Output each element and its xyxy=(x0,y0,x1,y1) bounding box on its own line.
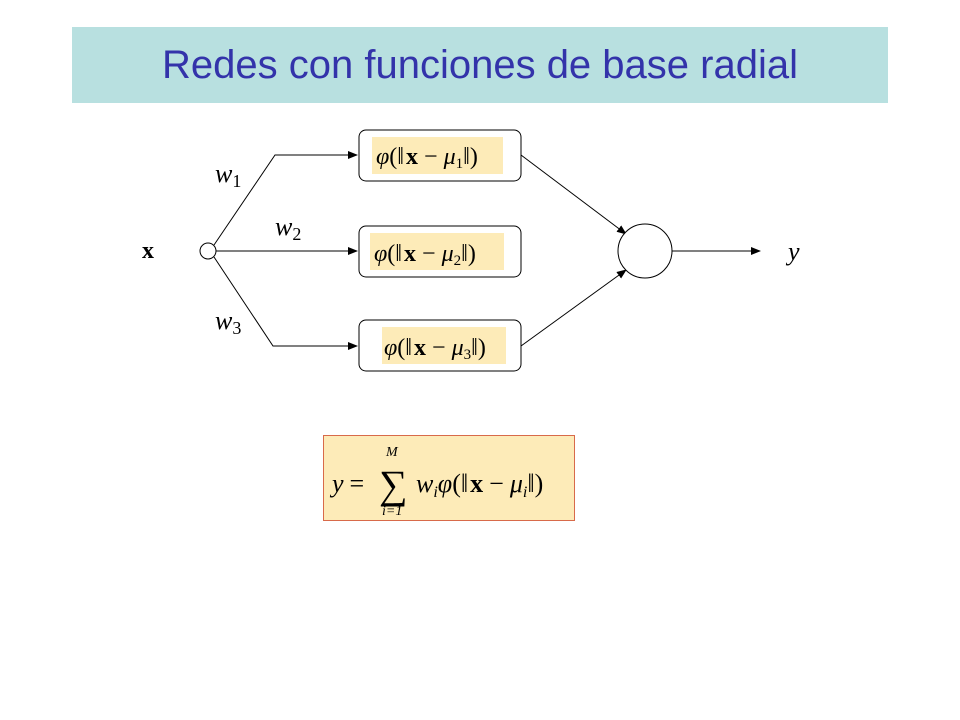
formula-rhs: wiφ(‖x−μi‖) xyxy=(416,469,543,501)
edge-input-to-basis-3 xyxy=(213,256,358,350)
formula-lower-limit: i=1 xyxy=(382,504,402,519)
edge-basis-1-to-output xyxy=(520,154,627,235)
edge-input-to-basis-1 xyxy=(213,151,358,246)
formula-lhs: y= xyxy=(329,469,364,498)
input-node xyxy=(199,242,217,260)
basis-formula-3: φ(‖x−μ3‖) xyxy=(384,335,486,363)
title-bar: Redes con funciones de base radial xyxy=(72,27,888,103)
output-node xyxy=(617,223,673,279)
weight-label-3: w3 xyxy=(215,306,241,338)
basis-formula-2: φ(‖x−μ2‖) xyxy=(374,241,476,269)
basis-box-3: φ(‖x−μ3‖) xyxy=(358,319,522,372)
edge-basis-3-to-output xyxy=(520,269,627,347)
basis-box-2: φ(‖x−μ2‖) xyxy=(358,225,522,278)
page-title: Redes con funciones de base radial xyxy=(162,42,798,87)
weight-label-1: w1 xyxy=(215,159,241,191)
summation-formula-box: y= M ∑ i=1 wiφ(‖x−μi‖) xyxy=(323,435,575,521)
output-label: y xyxy=(785,237,800,266)
formula-upper-limit: M xyxy=(385,445,399,460)
input-label: x xyxy=(142,238,154,264)
basis-box-1: φ(‖x−μ1‖) xyxy=(358,129,522,182)
summation-formula: y= M ∑ i=1 wiφ(‖x−μi‖) xyxy=(329,445,543,519)
basis-formula-1: φ(‖x−μ1‖) xyxy=(376,144,478,172)
weight-label-2: w2 xyxy=(275,212,301,244)
sigma-icon: ∑ xyxy=(379,462,408,507)
